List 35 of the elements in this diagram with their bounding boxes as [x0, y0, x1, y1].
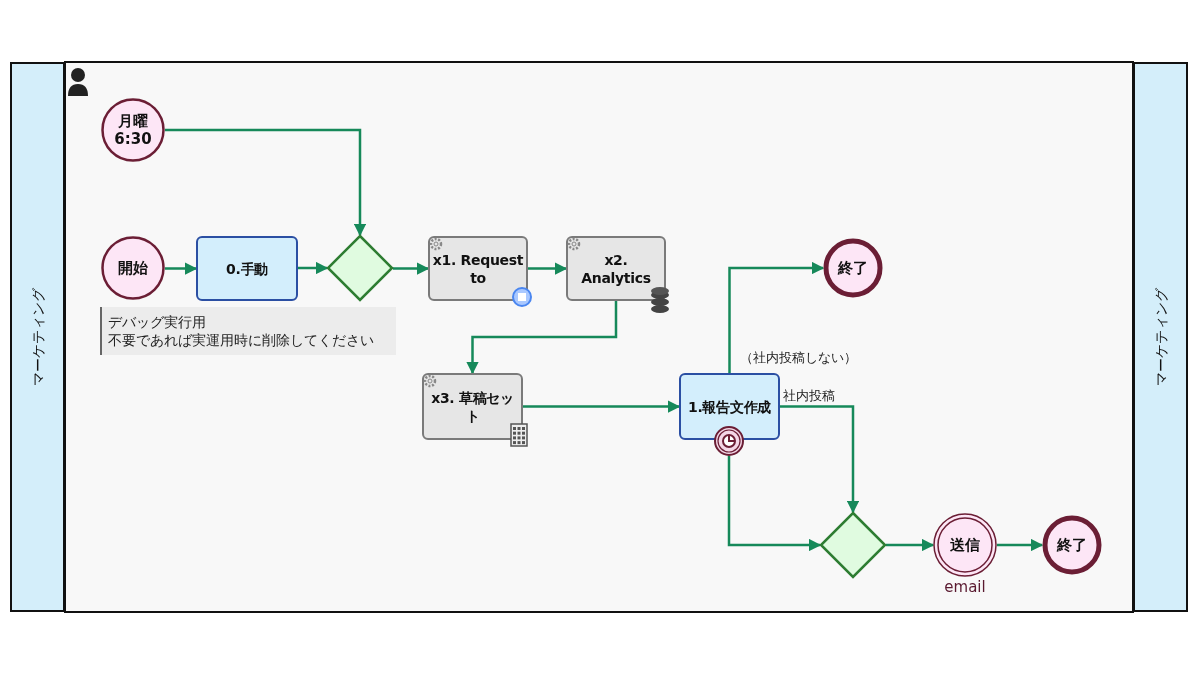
arrow: [727, 456, 822, 552]
arrow: [393, 262, 430, 275]
annotation-text: 不要であれば実運用時に削除してください: [108, 331, 374, 349]
task-label: 1.報告文作成: [687, 397, 772, 416]
task-label: x2. Analytics: [580, 250, 652, 287]
arrow: [165, 262, 198, 275]
event-label: 開始: [117, 259, 149, 277]
annotation-box: [100, 307, 396, 355]
arrow: [298, 261, 329, 275]
arrow: [165, 128, 367, 237]
arrow: [466, 301, 618, 375]
arrow: [780, 405, 860, 514]
lane-label: マーケティング: [28, 288, 47, 386]
event-caption: email: [943, 578, 987, 596]
task-box: [679, 373, 780, 440]
event-label: 送信: [950, 536, 980, 554]
task-box: [566, 236, 666, 301]
lane-header: [1133, 62, 1188, 612]
lane-label: マーケティング: [1151, 288, 1170, 386]
event-label: 月曜 6:30: [113, 112, 153, 148]
arrow: [523, 400, 681, 413]
arrow: [997, 538, 1044, 552]
task-box: [428, 236, 528, 301]
task-label: 0.手動: [225, 259, 269, 278]
task-box: [422, 373, 523, 440]
lane-header: [10, 62, 65, 612]
arrow: [528, 262, 568, 275]
arrow: [886, 538, 935, 552]
task-box: [196, 236, 298, 301]
task-label: x3. 草稿セット: [430, 388, 515, 425]
event-label: 終了: [1057, 536, 1087, 554]
annotation-text: デバッグ実行用: [108, 313, 206, 331]
task-label: x1. Request to: [431, 250, 525, 287]
arrow: [728, 261, 825, 373]
event-label: 終了: [838, 259, 868, 277]
